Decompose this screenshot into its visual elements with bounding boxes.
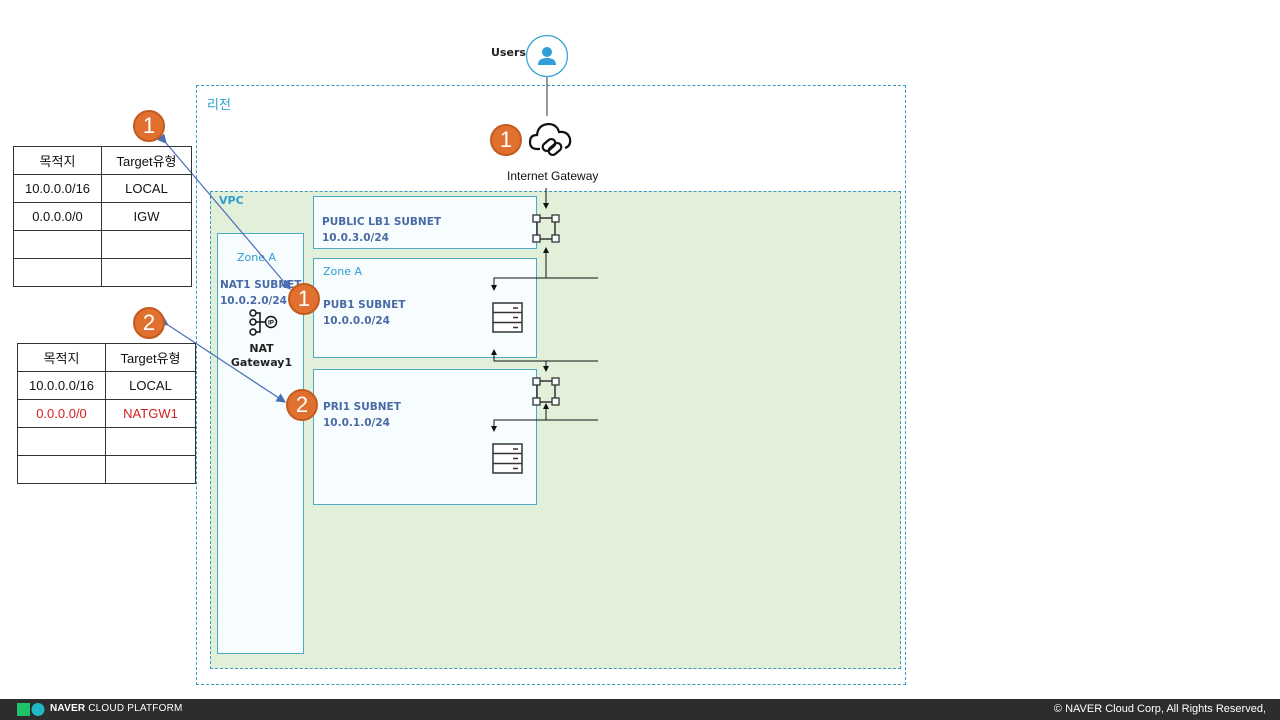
- footer-brand-rest: CLOUD PLATFORM: [88, 703, 183, 714]
- pri-subnet-name: PRI1 SUBNET: [323, 401, 401, 413]
- users-icon[interactable]: [525, 34, 569, 78]
- cell-destination: 0.0.0.0/0: [13, 202, 102, 231]
- footer-bar: NAVER CLOUD PLATFORM © NAVER Cloud Corp,…: [0, 699, 1280, 720]
- header-destination: 목적지: [17, 343, 106, 372]
- table-header: 목적지 Target유형: [13, 146, 192, 175]
- footer-copyright: © NAVER Cloud Corp, All Rights Reserved,: [1053, 703, 1266, 715]
- region-label: 리전: [207, 98, 231, 113]
- pub-subnet-name: PUB1 SUBNET: [323, 299, 406, 311]
- pub-subnet-cidr: 10.0.0.0/24: [323, 315, 390, 327]
- header-target-type: Target유형: [105, 343, 196, 372]
- lb-subnet-cidr: 10.0.3.0/24: [322, 232, 389, 244]
- lb-subnet-name: PUBLIC LB1 SUBNET: [322, 216, 442, 228]
- table-row: [13, 258, 192, 287]
- route-table-1: 목적지 Target유형 10.0.0.0/16 LOCAL 0.0.0.0/0…: [13, 146, 192, 287]
- step-badge-table2: 2: [133, 307, 165, 339]
- header-target-type: Target유형: [101, 146, 192, 175]
- internet-gateway-label: Internet Gateway: [507, 169, 599, 183]
- load-balancer-icon[interactable]: [532, 214, 560, 244]
- pub-out-arrow: [491, 349, 598, 362]
- table-row: 10.0.0.0/16 LOCAL: [13, 174, 192, 203]
- public-lb-subnet-box[interactable]: PUBLIC LB1 SUBNET 10.0.3.0/24: [313, 196, 537, 249]
- nat-subnet-cidr: 10.0.2.0/24: [220, 295, 287, 307]
- cell-destination: [13, 258, 102, 287]
- users-label: Users: [491, 46, 526, 59]
- load-balancer-icon[interactable]: [532, 377, 560, 407]
- table-header: 목적지 Target유형: [17, 343, 196, 372]
- cell-target: [101, 230, 192, 259]
- footer-brand-bold: NAVER: [50, 703, 86, 714]
- cell-destination: 10.0.0.0/16: [17, 371, 106, 400]
- footer-brand: NAVER CLOUD PLATFORM: [50, 703, 183, 714]
- step-badge-pri: 2: [286, 389, 318, 421]
- cell-target: IGW: [101, 202, 192, 231]
- table-row: [13, 230, 192, 259]
- cell-destination: [13, 230, 102, 259]
- pub-zone-label: Zone A: [323, 265, 363, 278]
- pri-subnet-box[interactable]: PRI1 SUBNET 10.0.1.0/24: [313, 369, 537, 505]
- cell-target: [105, 455, 196, 484]
- table-row: [17, 455, 196, 484]
- server-icon[interactable]: [492, 302, 524, 334]
- header-destination: 목적지: [13, 146, 102, 175]
- step-badge-pub: 1: [288, 283, 320, 315]
- internet-gateway-icon[interactable]: [528, 119, 576, 159]
- naver-cloud-logo-icon: [17, 703, 45, 716]
- cell-target: LOCAL: [105, 371, 196, 400]
- step-badge-table1: 1: [133, 110, 165, 142]
- cell-target: LOCAL: [101, 174, 192, 203]
- cell-target: NATGW1: [105, 399, 196, 428]
- cell-destination: [17, 455, 106, 484]
- table-row: 0.0.0.0/0 IGW: [13, 202, 192, 231]
- step-badge-igw: 1: [490, 124, 522, 156]
- route-table-2: 목적지 Target유형 10.0.0.0/16 LOCAL 0.0.0.0/0…: [17, 343, 196, 484]
- cell-target: [105, 427, 196, 456]
- pri-in-arrow: [491, 419, 598, 432]
- pub-subnet-box[interactable]: Zone A PUB1 SUBNET 10.0.0.0/24: [313, 258, 537, 358]
- cell-destination: 10.0.0.0/16: [13, 174, 102, 203]
- cell-target: [101, 258, 192, 287]
- table-row: 10.0.0.0/16 LOCAL: [17, 371, 196, 400]
- table-row: [17, 427, 196, 456]
- table2-link-arrow: [158, 316, 287, 403]
- cell-destination: 0.0.0.0/0: [17, 399, 106, 428]
- cell-destination: [17, 427, 106, 456]
- table-row-highlighted: 0.0.0.0/0 NATGW1: [17, 399, 196, 428]
- server-icon[interactable]: [492, 443, 524, 475]
- pri-subnet-cidr: 10.0.1.0/24: [323, 417, 390, 429]
- pub-in-arrow: [491, 277, 598, 291]
